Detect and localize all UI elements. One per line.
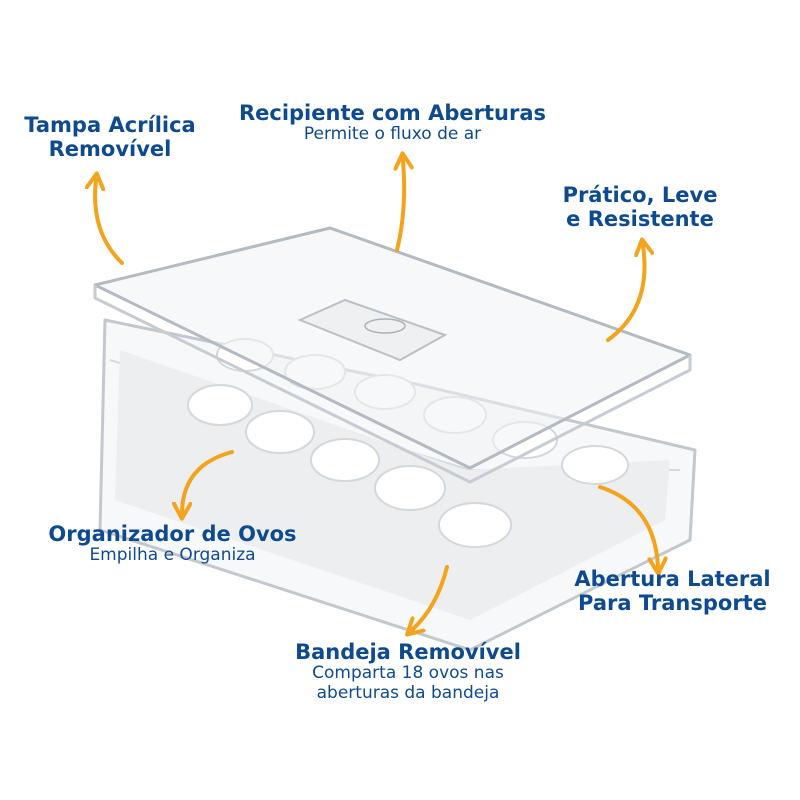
callout-vents: Recipiente com Aberturas Permite o fluxo…	[225, 101, 560, 145]
callout-lid-title-2: Removível	[48, 137, 172, 162]
callout-organizer-subtitle: Empilha e Organiza	[89, 545, 256, 566]
lid-edge	[93, 285, 692, 484]
callout-vents-subtitle: Permite o fluxo de ar	[303, 124, 482, 145]
callout-handle-title-1: Abertura Lateral	[574, 567, 771, 591]
callout-handle: Abertura Lateral Para Transporte	[555, 567, 790, 615]
callout-light: Prático, Leve e Resistente	[535, 183, 745, 231]
callout-light-title-1: Prático, Leve	[562, 183, 718, 207]
egg-slot	[561, 445, 629, 485]
arrow-vents	[397, 160, 404, 252]
egg-slot	[374, 465, 446, 511]
arrow-lid	[95, 180, 124, 265]
callout-lid: Tampa Acrílica Removível	[10, 113, 210, 161]
callout-lid-title-1: Tampa Acrílica	[24, 113, 196, 137]
callout-vents-title: Recipiente com Aberturas	[238, 101, 547, 125]
egg-slot	[245, 410, 315, 454]
callout-arrows	[95, 160, 658, 630]
callout-organizer: Organizador de Ovos Empilha e Organiza	[30, 522, 315, 566]
acrylic-lid	[93, 226, 692, 484]
egg-slot	[438, 502, 512, 548]
arrow-tray	[412, 565, 449, 630]
lid-vent-logo	[364, 318, 406, 334]
arrow-organizer	[182, 450, 234, 512]
callout-light-title-2: e Resistente	[566, 207, 714, 232]
callout-organizer-title: Organizador de Ovos	[48, 522, 297, 546]
egg-slot	[310, 438, 380, 482]
egg-slot	[187, 384, 253, 426]
callout-tray-subtitle-2: aberturas da bandeja	[316, 682, 500, 703]
callout-handle-title-2: Para Transporte	[578, 591, 767, 616]
arrow-light	[606, 246, 645, 342]
callout-tray-title: Bandeja Removível	[295, 640, 521, 664]
lid-vent-recess	[297, 298, 448, 362]
arrow-handle	[598, 485, 658, 567]
callout-tray-subtitle-1: Comparta 18 ovos nas	[312, 663, 504, 684]
callout-tray: Bandeja Removível Comparta 18 ovos nas a…	[258, 640, 558, 703]
